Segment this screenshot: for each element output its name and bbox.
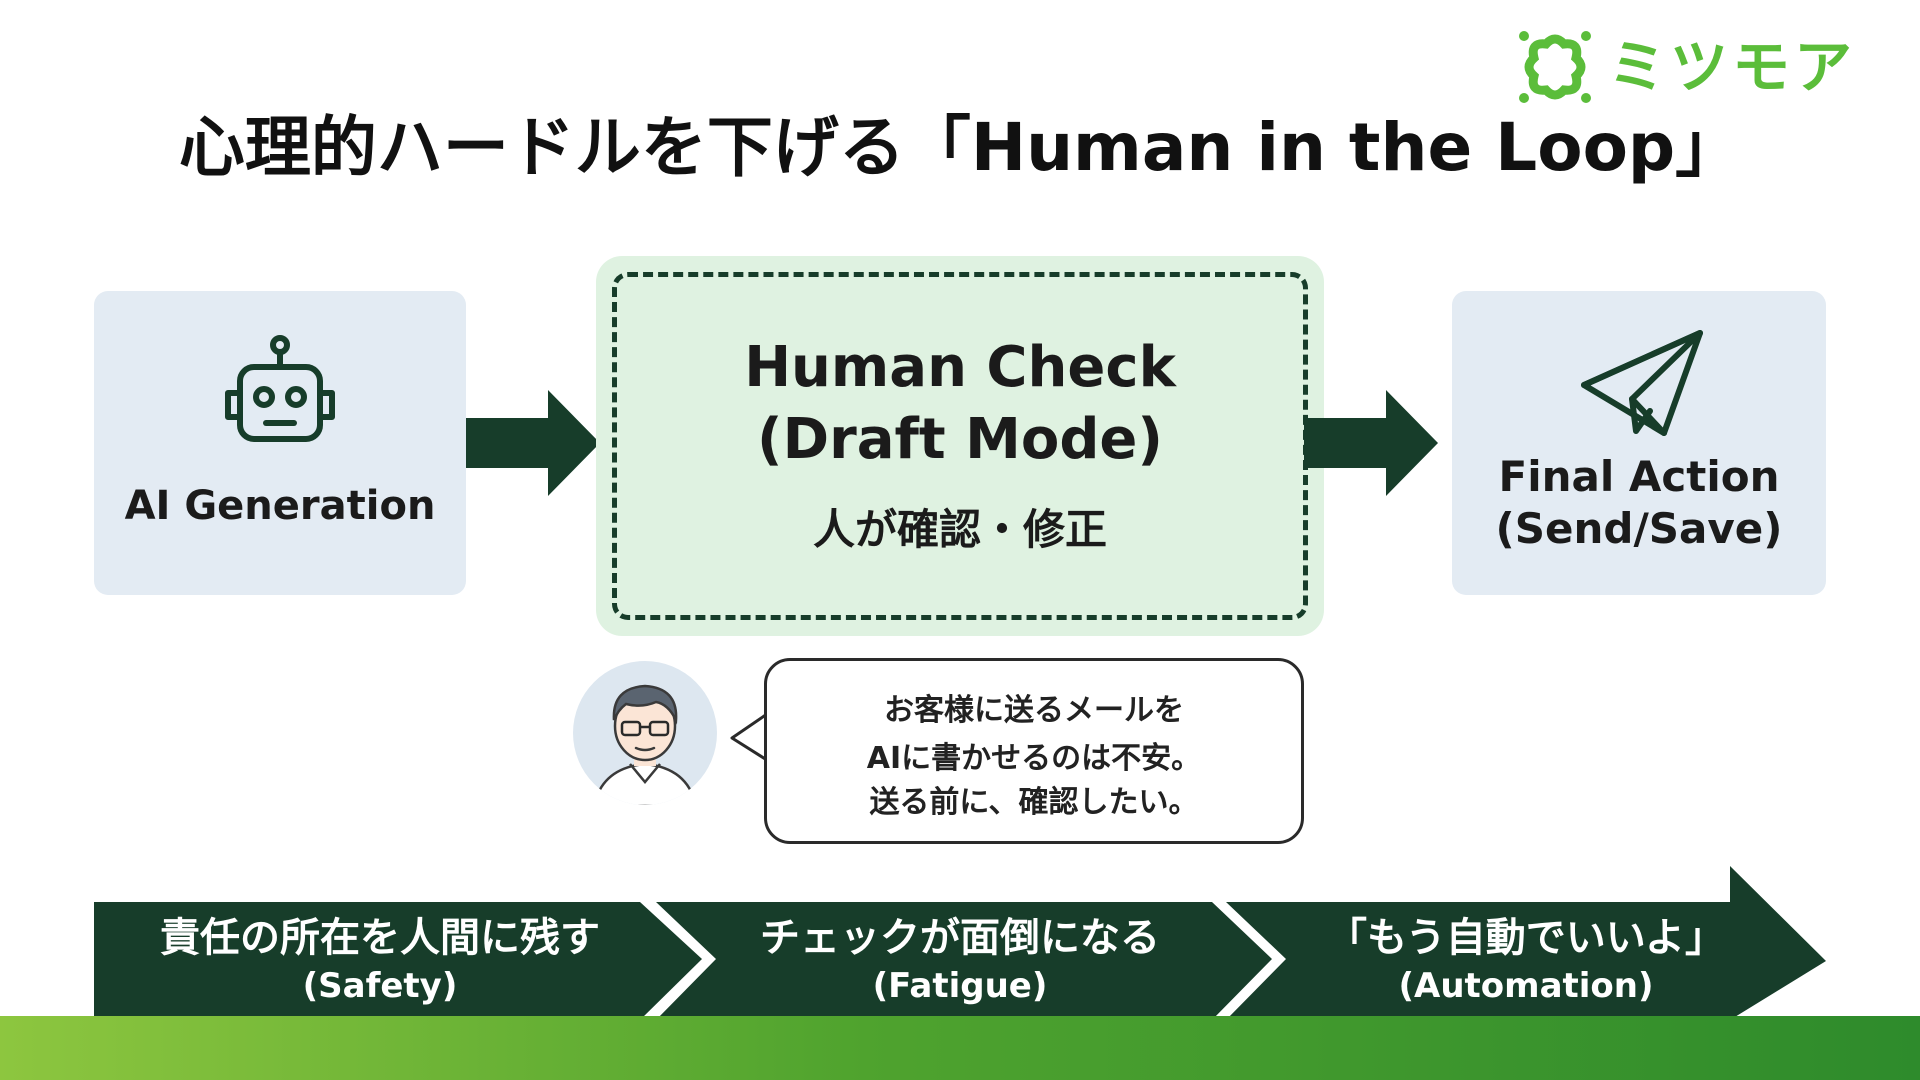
stage-2-sublabel: (Fatigue) <box>680 964 1240 1008</box>
human-check-box: Human Check (Draft Mode) 人が確認・修正 <box>596 256 1324 636</box>
human-check-title: Human Check <box>596 334 1324 402</box>
brand-logo: ミツモア <box>1516 28 1876 108</box>
stage-3-text: 「もう自動でいいよ」 (Automation) <box>1246 912 1806 1008</box>
speech-bubble: お客様に送るメールを AIに書かせるのは不安。 送る前に、確認したい。 <box>764 658 1304 844</box>
footer-gradient-bar <box>0 1016 1920 1080</box>
ai-generation-box: AI Generation <box>94 291 466 595</box>
stage-3-label: 「もう自動でいいよ」 <box>1246 912 1806 964</box>
mitsumore-logo-mark-icon <box>1516 28 1594 106</box>
robot-icon <box>216 333 344 453</box>
stage-1-label: 責任の所在を人間に残す <box>100 912 660 964</box>
stage-2-text: チェックが面倒になる (Fatigue) <box>680 912 1240 1008</box>
speech-line-3: 送る前に、確認したい。 <box>767 783 1301 823</box>
person-with-glasses-icon <box>572 660 718 806</box>
speech-line-1: お客様に送るメールを <box>767 691 1301 731</box>
human-check-subtitle: (Draft Mode) <box>596 406 1324 474</box>
final-action-box: Final Action (Send/Save) <box>1452 291 1826 595</box>
stage-2-label: チェックが面倒になる <box>680 912 1240 964</box>
final-action-subtitle: (Send/Save) <box>1452 503 1826 555</box>
logo-wordmark: ミツモア <box>1608 34 1856 100</box>
human-check-caption: 人が確認・修正 <box>596 502 1324 558</box>
speech-line-2: AIに書かせるのは不安。 <box>767 739 1301 779</box>
page-title: 心理的ハードルを下げる「Human in the Loop」 <box>0 105 1920 191</box>
ai-generation-label: AI Generation <box>94 483 466 529</box>
stage-3-sublabel: (Automation) <box>1246 964 1806 1008</box>
flow-arrow-right-icon <box>1304 390 1438 496</box>
paper-plane-icon <box>1580 327 1704 443</box>
stage-1-sublabel: (Safety) <box>100 964 660 1008</box>
flow-arrow-right-icon <box>466 390 600 496</box>
stage-1-text: 責任の所在を人間に残す (Safety) <box>100 912 660 1008</box>
final-action-title: Final Action <box>1452 451 1826 503</box>
